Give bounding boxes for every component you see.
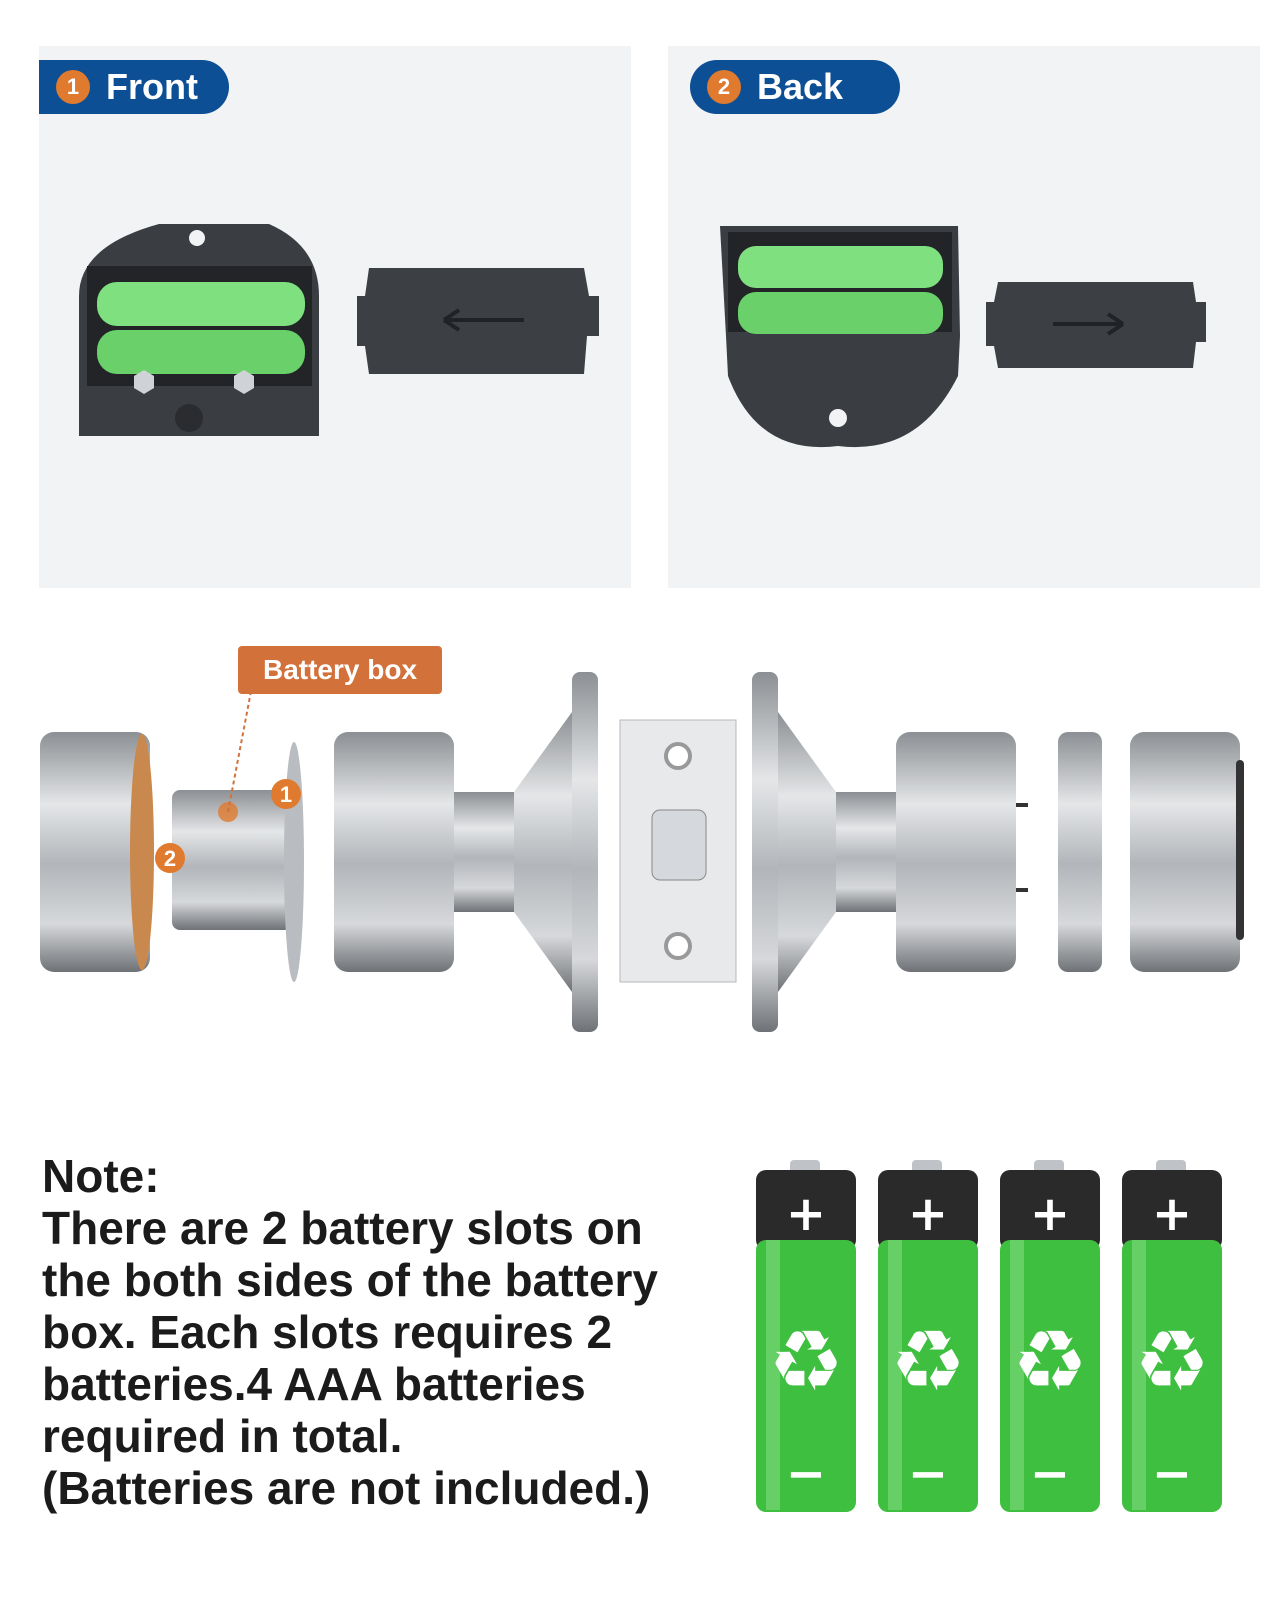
callout-leader-line bbox=[227, 685, 253, 813]
note-line: batteries.4 AAA batteries bbox=[42, 1358, 586, 1410]
back-panel: 2 Back bbox=[668, 46, 1260, 588]
back-label-pill: 2 Back bbox=[690, 60, 900, 114]
latch-bolt bbox=[651, 809, 707, 881]
recycle-icon: ♻ bbox=[890, 1312, 965, 1410]
battery-plus-symbol: + bbox=[786, 1186, 826, 1242]
front-label-pill: 1 Front bbox=[39, 60, 229, 114]
battery-body bbox=[1122, 1240, 1222, 1512]
battery-box-plate bbox=[284, 742, 304, 982]
keypad-buttons bbox=[1236, 760, 1244, 940]
battery-body bbox=[756, 1240, 856, 1512]
keypad-knob bbox=[1130, 732, 1240, 972]
battery-box-cylinder bbox=[172, 790, 292, 930]
marker-2-text: 2 bbox=[164, 846, 176, 871]
aaa-batteries-image: + ♻ − + ♻ − + ♻ − + ♻ − bbox=[756, 1160, 1222, 1512]
knob-rim bbox=[130, 734, 154, 970]
hex-screw bbox=[234, 370, 254, 394]
front-battery-box-image bbox=[79, 224, 599, 436]
note-line: box. Each slots requires 2 bbox=[42, 1306, 613, 1358]
recycle-icon: ♻ bbox=[768, 1312, 843, 1410]
exploded-lock-diagram: 1 2 bbox=[40, 672, 1244, 1032]
step-number-badge: 2 bbox=[707, 70, 741, 104]
battery-top bbox=[756, 1170, 856, 1250]
recycle-icon: ♻ bbox=[1134, 1312, 1209, 1410]
battery-highlight bbox=[1010, 1240, 1024, 1510]
front-label: Front bbox=[106, 66, 198, 107]
rose-plate-right bbox=[752, 672, 778, 1032]
note-line: There are 2 battery slots on bbox=[42, 1202, 643, 1254]
note-line: required in total. bbox=[42, 1410, 403, 1462]
battery-minus-symbol: − bbox=[1152, 1446, 1192, 1502]
battery-box-callout: Battery box bbox=[238, 646, 442, 694]
aaa-battery-cell bbox=[738, 292, 943, 334]
note-line: the both sides of the battery bbox=[42, 1254, 658, 1306]
aaa-battery-cell bbox=[738, 246, 943, 288]
hex-screw bbox=[134, 370, 154, 394]
battery-plus-symbol: + bbox=[1030, 1186, 1070, 1242]
aaa-battery-cell bbox=[97, 330, 305, 374]
recycle-icon: ♻ bbox=[1012, 1312, 1087, 1410]
battery-minus-symbol: − bbox=[786, 1446, 826, 1502]
battery-top bbox=[878, 1170, 978, 1250]
back-battery-box-image bbox=[720, 226, 1206, 448]
latch-screw-hole bbox=[664, 932, 692, 960]
marker-2-badge bbox=[155, 843, 185, 873]
arrow-right-icon bbox=[1053, 312, 1125, 336]
marker-1-text: 1 bbox=[280, 782, 292, 807]
battery-top bbox=[1000, 1170, 1100, 1250]
battery-minus-symbol: − bbox=[908, 1446, 948, 1502]
rose-plate-left bbox=[572, 672, 598, 1032]
battery-highlight bbox=[766, 1240, 780, 1510]
battery-minus-symbol: − bbox=[1030, 1446, 1070, 1502]
inner-knob-right bbox=[896, 732, 1016, 972]
spindle-left bbox=[454, 792, 514, 912]
battery-body bbox=[1000, 1240, 1100, 1512]
rose-cone-left bbox=[514, 712, 572, 992]
battery-plus-symbol: + bbox=[908, 1186, 948, 1242]
mount-hole bbox=[829, 409, 847, 427]
knob bbox=[175, 404, 203, 432]
note-title: Note: bbox=[42, 1150, 160, 1202]
arrow-left-icon bbox=[442, 308, 524, 332]
battery-plus-symbol: + bbox=[1152, 1186, 1192, 1242]
front-panel: 1 Front bbox=[39, 46, 631, 588]
spacer-ring bbox=[1058, 732, 1102, 972]
battery-top bbox=[1122, 1170, 1222, 1250]
note-line: (Batteries are not included.) bbox=[42, 1462, 651, 1514]
step-number-badge: 1 bbox=[56, 70, 90, 104]
mount-hole bbox=[189, 230, 205, 246]
latch-screw-hole bbox=[664, 742, 692, 770]
note-text: Note: There are 2 battery slots on the b… bbox=[42, 1150, 742, 1514]
battery-highlight bbox=[1132, 1240, 1146, 1510]
marker-1-badge bbox=[271, 779, 301, 809]
battery-body bbox=[878, 1240, 978, 1512]
rose-cone-right bbox=[778, 712, 836, 992]
back-label: Back bbox=[757, 66, 844, 107]
aaa-battery-cell bbox=[97, 282, 305, 326]
left-knob bbox=[40, 732, 150, 972]
spindle-right bbox=[836, 792, 896, 912]
inner-knob-left bbox=[334, 732, 454, 972]
battery-highlight bbox=[888, 1240, 902, 1510]
